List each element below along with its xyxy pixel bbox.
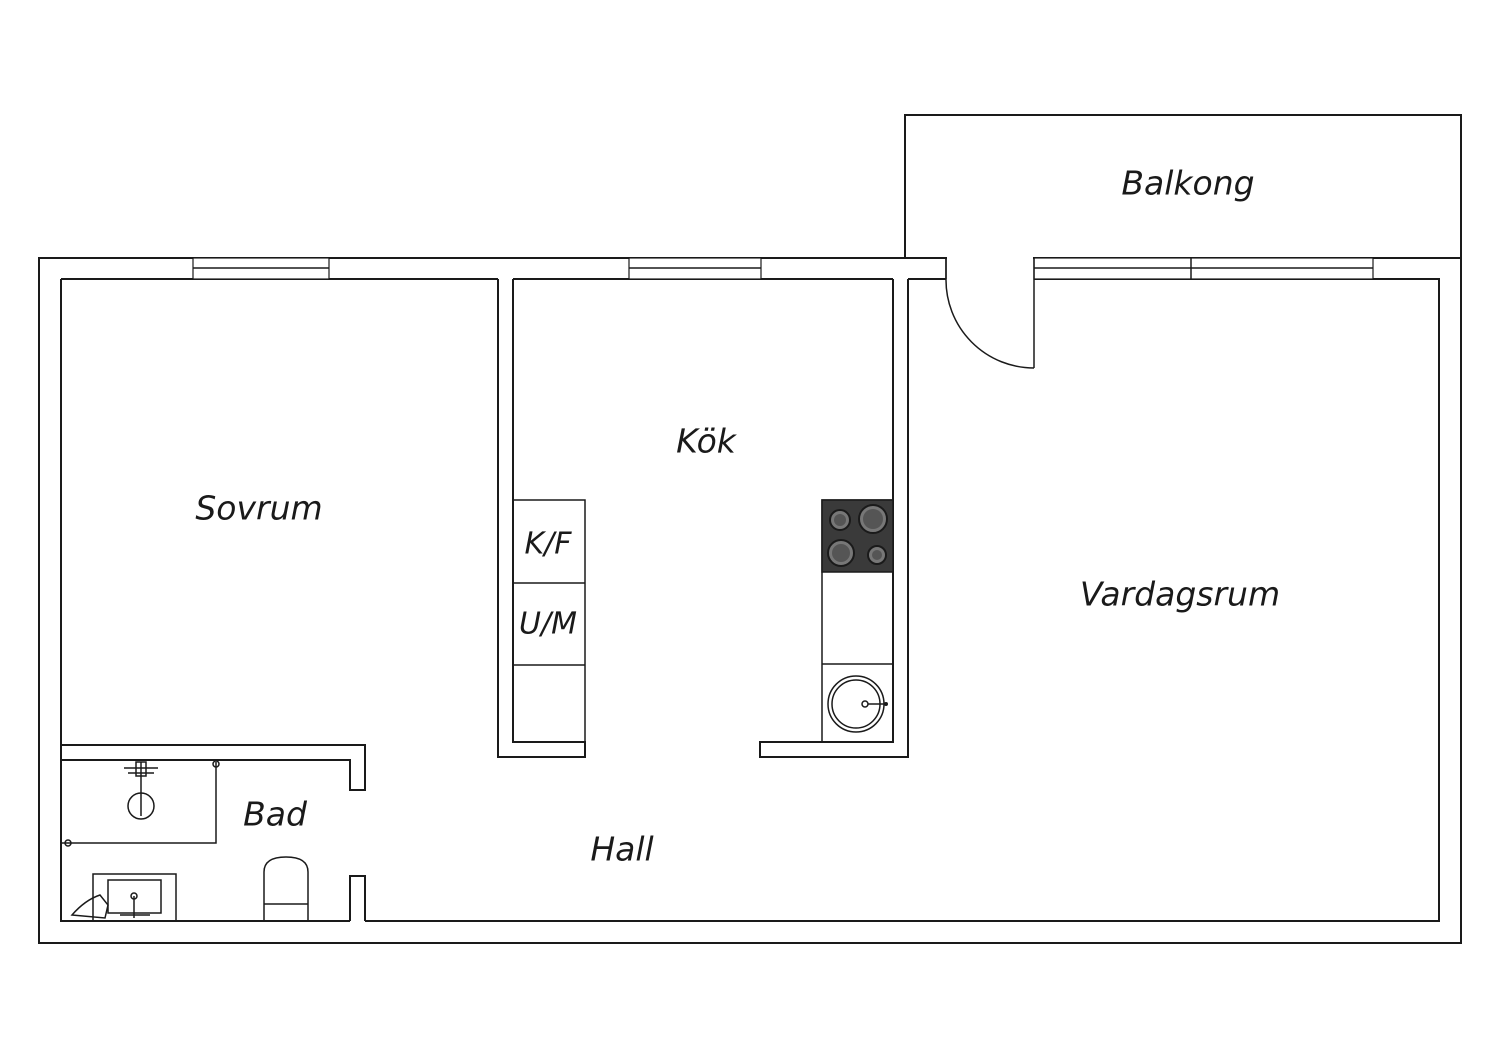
window-kitchen (628, 257, 762, 280)
toilet-icon (263, 856, 309, 921)
room-label-bedroom: Sovrum (195, 488, 323, 528)
stove-icon (821, 499, 894, 573)
room-label-hall: Hall (590, 829, 654, 869)
interior-walls (61, 279, 909, 921)
kitchen-cabinets-left (512, 499, 586, 743)
kitchen-sink-icon (827, 675, 888, 733)
bathroom-sink-icon (70, 873, 177, 922)
room-label-bathroom: Bad (243, 794, 307, 834)
windows (192, 257, 1374, 280)
shower-icon (61, 760, 220, 847)
appliance-label-oven-microwave: U/M (519, 606, 577, 642)
room-label-balcony: Balkong (1121, 163, 1255, 203)
room-label-living-room: Vardagsrum (1079, 574, 1281, 614)
window-bedroom (192, 257, 330, 280)
balcony-door (945, 257, 1035, 369)
appliance-label-fridge-freezer: K/F (524, 526, 572, 562)
balcony-outline (904, 114, 1462, 258)
room-label-kitchen: Kök (676, 421, 736, 461)
window-living-room (1033, 257, 1374, 280)
